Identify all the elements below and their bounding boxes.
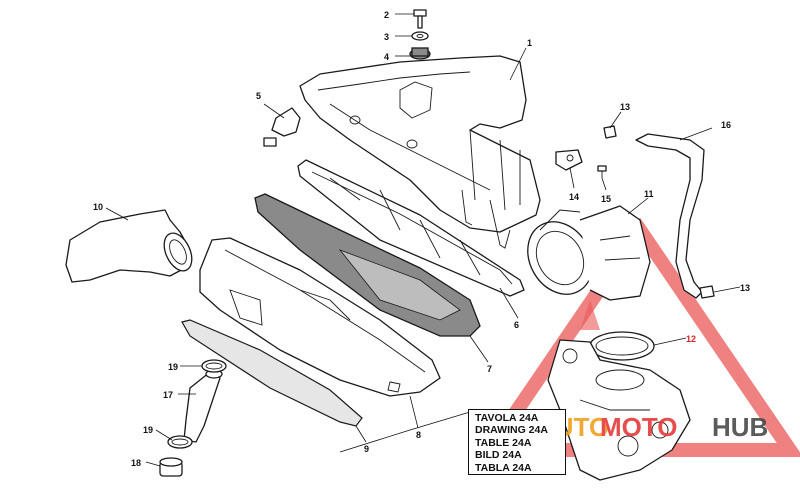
callout-17: 17 xyxy=(163,390,173,400)
callout-18: 18 xyxy=(131,458,141,468)
callout-19-lower: 19 xyxy=(143,425,153,435)
callout-16: 16 xyxy=(721,120,731,130)
breather-hose-part xyxy=(635,133,705,299)
screw-part xyxy=(597,165,607,178)
caption-line-italian: TAVOLA 24A xyxy=(475,412,539,424)
drain-tube-part xyxy=(183,369,223,443)
drain-clamp-upper-part xyxy=(201,359,227,373)
bracket-part xyxy=(555,149,583,171)
callout-6: 6 xyxy=(514,320,519,330)
leader-lines xyxy=(105,13,741,467)
callout-10: 10 xyxy=(93,202,103,212)
callout-8: 8 xyxy=(416,430,421,440)
lower-gasket-part xyxy=(181,319,363,427)
callout-labels: 1 2 3 4 5 6 7 8 9 10 11 12 13 13 14 15 1… xyxy=(93,10,750,468)
intake-boot-part xyxy=(527,205,651,301)
caption-line-french: TABLE 24A xyxy=(475,436,532,449)
airbox-upper-part xyxy=(299,55,541,249)
grommet-part xyxy=(409,47,431,60)
caption-line-spanish: TABLA 24A xyxy=(475,461,532,474)
callout-14: 14 xyxy=(569,192,579,202)
air-filter-element-part xyxy=(254,193,481,337)
callout-15: 15 xyxy=(601,194,611,204)
callout-13-lower: 13 xyxy=(740,283,750,293)
callout-19-upper: 19 xyxy=(168,362,178,372)
hose-clamp-part xyxy=(589,331,655,361)
callout-7: 7 xyxy=(487,364,492,374)
washer-part xyxy=(411,31,429,41)
callout-9: 9 xyxy=(364,444,369,454)
callout-4: 4 xyxy=(384,52,389,62)
callout-11: 11 xyxy=(644,189,654,199)
intake-duct-part xyxy=(65,209,193,283)
watermark-text: AUTO MOTO HUB xyxy=(536,412,768,442)
callout-2: 2 xyxy=(384,10,389,20)
callout-5: 5 xyxy=(256,91,261,101)
bolt-part xyxy=(413,9,427,29)
callout-1: 1 xyxy=(527,38,532,48)
airbox-lower-part xyxy=(199,237,441,397)
svg-text:MOTO: MOTO xyxy=(600,412,678,442)
sensor-clip-part xyxy=(263,107,301,147)
caption-line-english: DRAWING 24A xyxy=(475,424,548,437)
throttle-body-part xyxy=(547,339,691,481)
drain-clamp-lower-part xyxy=(167,435,193,449)
callout-13-upper: 13 xyxy=(620,102,630,112)
caption-line-german: BILD 24A xyxy=(475,449,522,462)
svg-text:HUB: HUB xyxy=(712,412,768,442)
drawing-caption-box: TAVOLA 24A DRAWING 24A TABLE 24A BILD 24… xyxy=(468,409,566,475)
filter-frame-part xyxy=(297,159,525,297)
clip-part xyxy=(603,125,715,299)
callout-3: 3 xyxy=(384,32,389,42)
drain-cap-part xyxy=(159,457,183,477)
callout-12: 12 xyxy=(686,334,696,344)
